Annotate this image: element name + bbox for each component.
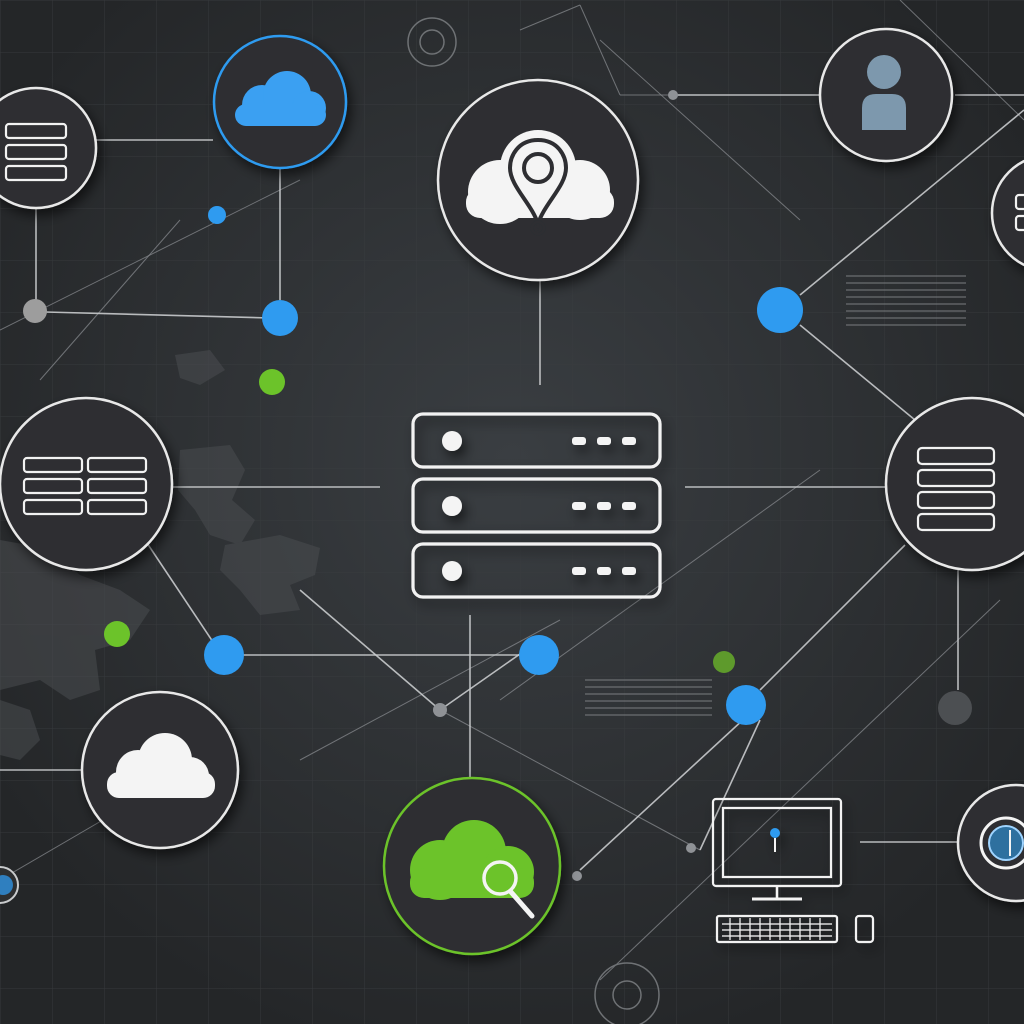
- server-rack-icon: [411, 412, 662, 599]
- user-icon: [862, 55, 906, 130]
- node-dot-gray: [433, 703, 447, 717]
- node-dot-blue: [262, 300, 298, 336]
- node-dot-green: [259, 369, 285, 395]
- world-map-silhouette: [0, 350, 320, 760]
- connection-lines: [0, 94, 1024, 871]
- server-rack: [411, 412, 662, 599]
- node-dot-blue: [757, 287, 803, 333]
- computer-terminal-icon: [711, 797, 875, 944]
- node-dot-gray: [572, 871, 582, 881]
- node-dot-green: [713, 651, 735, 673]
- globe-node-left-edge: [0, 866, 19, 904]
- node-dot-gray: [23, 299, 47, 323]
- database-icon: [916, 446, 996, 532]
- target-icon: [979, 816, 1024, 870]
- database-icon: [22, 456, 148, 516]
- node-dot-blue: [726, 685, 766, 725]
- target-node-right-edge: [956, 783, 1024, 903]
- connector-dots: [23, 90, 972, 881]
- hatch-texture-right: [846, 275, 966, 326]
- node-dot-blue: [204, 635, 244, 675]
- target-icon: [594, 962, 660, 1024]
- node-dot-green: [104, 621, 130, 647]
- user-node: [818, 27, 954, 163]
- cloud-icon: [107, 733, 215, 798]
- cloud-search-node: [382, 776, 562, 956]
- target-icon: [407, 17, 457, 67]
- database-node-top-left: [0, 86, 98, 210]
- cloud-location-icon: [466, 130, 614, 236]
- node-dot-gray: [686, 843, 696, 853]
- node-dot-blue: [519, 635, 559, 675]
- cloud-location-node: [436, 78, 640, 282]
- cloud-search-icon: [410, 820, 535, 919]
- database-node-left: [0, 396, 174, 572]
- cloud-node-blue: [212, 34, 348, 170]
- cloud-icon: [235, 71, 326, 126]
- database-node-right: [884, 396, 1024, 572]
- node-dot-blue: [208, 206, 226, 224]
- cloud-node-white: [80, 690, 240, 850]
- database-icon: [4, 122, 68, 182]
- database-node-right-edge: [990, 159, 1024, 267]
- hatch-texture-center: [585, 679, 712, 716]
- node-dot-gray: [938, 691, 972, 725]
- computer-terminal: [711, 797, 875, 944]
- node-dot-gray: [668, 90, 678, 100]
